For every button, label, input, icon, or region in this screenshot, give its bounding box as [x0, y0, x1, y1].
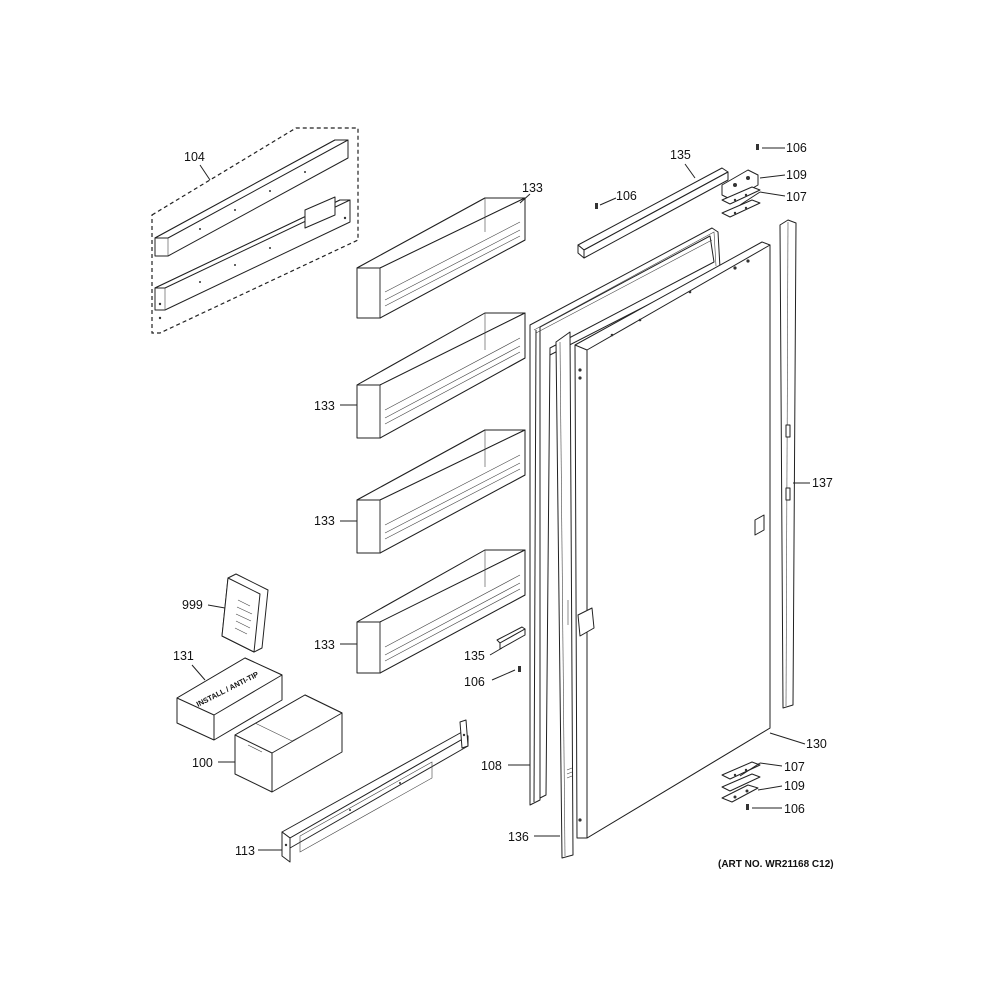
part-100-parts-box: [234, 694, 343, 793]
callout-113: 113: [235, 844, 255, 858]
callout-137: 137: [812, 476, 833, 490]
part-133-door-bin: [356, 549, 526, 674]
callout-999: 999: [182, 598, 203, 612]
callout-104: 104: [184, 150, 205, 164]
part-106-screw: [595, 203, 598, 209]
callout-133: 133: [522, 181, 543, 195]
part-133-door-bin: [356, 312, 526, 439]
callout-135: 135: [670, 148, 691, 162]
part-136-side-trim: [555, 331, 574, 859]
callout-133: 133: [314, 514, 335, 528]
part-106-screw: [756, 144, 759, 150]
part-137-side-trim: [779, 219, 797, 709]
part-130-door-panel: [574, 241, 771, 839]
part-113-bracket: [281, 719, 469, 863]
callout-106: 106: [786, 141, 807, 155]
part-107-shim-top: [721, 186, 761, 218]
callout-135: 135: [464, 649, 485, 663]
part-106-screw: [746, 804, 749, 810]
part-999-literature: [221, 573, 269, 653]
part-135-channel: [577, 167, 729, 259]
leader-lines: [191, 147, 810, 851]
callout-106: 106: [784, 802, 805, 816]
art-number: (ART NO. WR21168 C12): [718, 859, 834, 870]
callout-109: 109: [784, 779, 805, 793]
part-107-shim-bottom: [721, 761, 761, 792]
part-106-screw: [518, 666, 521, 672]
callout-133: 133: [314, 638, 335, 652]
part-104-trim-kit: [151, 127, 359, 334]
callout-131: 131: [173, 649, 194, 663]
callout-133: 133: [314, 399, 335, 413]
callout-100: 100: [192, 756, 213, 770]
part-109-hinge-bottom: [721, 784, 759, 803]
callout-109: 109: [786, 168, 807, 182]
callout-106: 106: [464, 675, 485, 689]
part-133-door-bin: [356, 429, 526, 554]
callout-107: 107: [786, 190, 807, 204]
callout-106: 106: [616, 189, 637, 203]
callout-136: 136: [508, 830, 529, 844]
callout-130: 130: [806, 737, 827, 751]
callout-108: 108: [481, 759, 502, 773]
part-133-door-bin: [356, 197, 526, 319]
part-135-channel: [496, 626, 526, 650]
part-109-hinge-top: [721, 169, 759, 201]
callout-107: 107: [784, 760, 805, 774]
callout-labels: 104 133 133 133 133 999 131 100 113 135 …: [173, 141, 834, 870]
